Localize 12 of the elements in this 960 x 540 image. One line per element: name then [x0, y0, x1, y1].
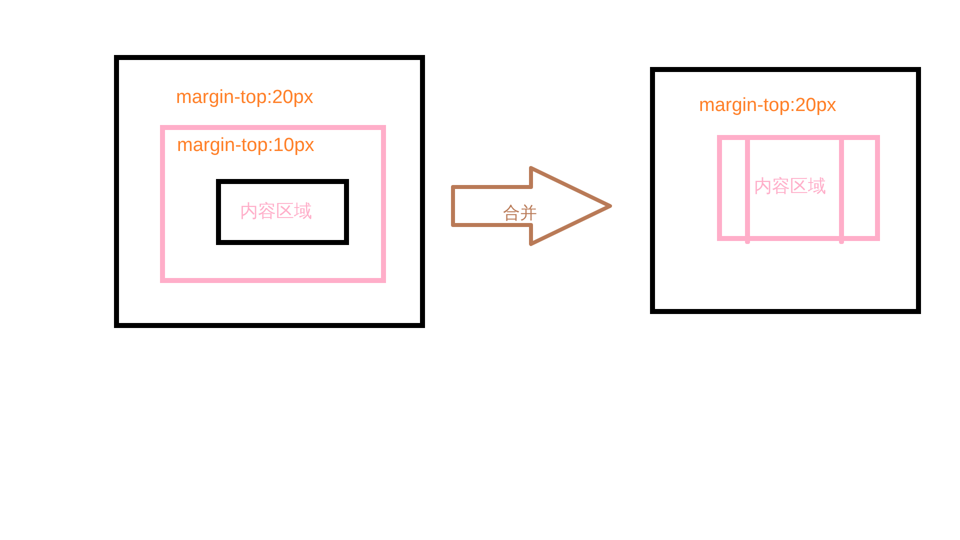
content-label: 内容区域	[754, 177, 826, 195]
margin-label: margin-top:20px	[176, 88, 314, 107]
margin-box	[717, 135, 880, 241]
block-arrow	[451, 166, 612, 246]
content-label: 内容区域	[240, 202, 312, 220]
margin-label: margin-top:20px	[699, 96, 836, 115]
outer-box	[650, 67, 921, 314]
content-box	[216, 179, 349, 245]
outer-box	[114, 55, 425, 328]
arrow-label: 合并	[503, 204, 537, 222]
margin-label: margin-top:10px	[177, 136, 314, 155]
margin-box	[160, 125, 386, 283]
